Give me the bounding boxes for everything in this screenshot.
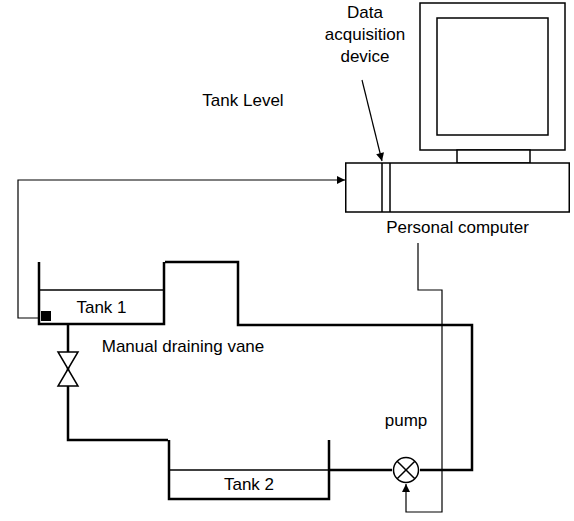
pump-symbol (394, 458, 419, 483)
device-label: Data acquisition device (312, 2, 418, 68)
computer-label: Personal computer (345, 217, 570, 239)
tank-walls (39, 262, 164, 324)
signal-label: Tank Level (188, 90, 298, 112)
water-level (38, 289, 165, 291)
pipe (330, 469, 392, 472)
label-slot: Manual draining vane (88, 336, 278, 358)
tank-label: Tank 2 (168, 470, 330, 500)
pump-label: pump (362, 410, 450, 432)
tank-node: Tank 2 (168, 440, 330, 500)
computer-case (346, 163, 570, 212)
pump-cross (397, 461, 415, 479)
label-slot: Tank Level (188, 90, 298, 112)
level-sensor (41, 311, 51, 321)
tank-walls (169, 440, 329, 499)
valve-symbol (58, 369, 78, 386)
monitor-stand (457, 150, 530, 163)
pump-node: pump (392, 456, 420, 484)
pump-cross (397, 461, 415, 479)
tank-label: Tank 1 (38, 290, 165, 325)
valve-label: Manual draining vane (88, 336, 278, 358)
label-slot: Data acquisition device (312, 2, 418, 68)
pump-outline (392, 456, 420, 484)
monitor-frame (420, 3, 565, 150)
daq-slot (381, 163, 383, 212)
leader-arrow (362, 80, 382, 161)
daq-slot (389, 163, 391, 212)
signal-line (18, 180, 345, 318)
tank-node: Tank 1 (38, 262, 165, 325)
monitor-screen (437, 18, 548, 135)
valve-symbol (58, 352, 78, 369)
water-level (168, 469, 330, 471)
pipe (165, 262, 472, 470)
